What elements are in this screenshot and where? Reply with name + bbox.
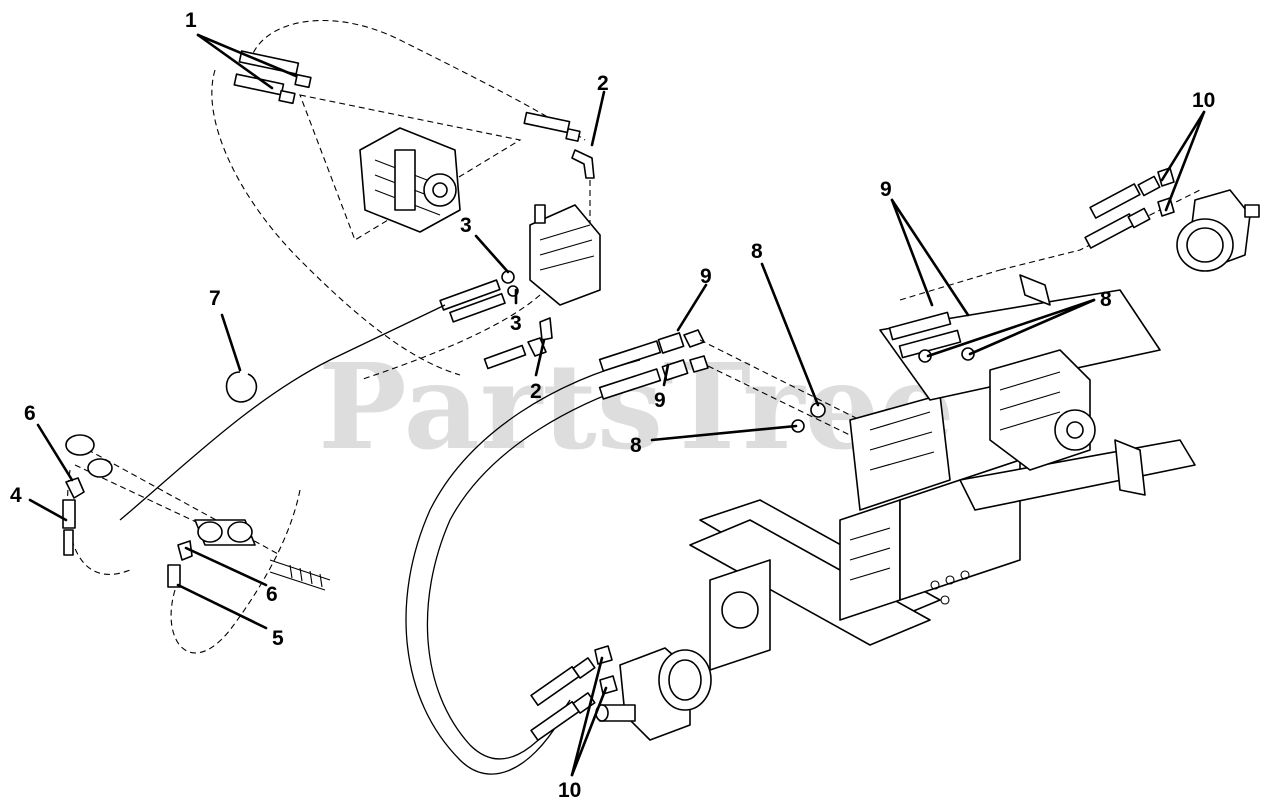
callout-10a: 10 bbox=[1192, 89, 1215, 112]
callout-3b: 3 bbox=[510, 312, 522, 335]
callout-6b: 6 bbox=[266, 583, 278, 606]
callout-9a: 9 bbox=[700, 265, 712, 288]
long-hose-loop bbox=[405, 359, 656, 775]
callout-9c: 9 bbox=[880, 178, 892, 201]
callout-2b: 2 bbox=[530, 380, 542, 403]
hose-end-1b bbox=[233, 73, 296, 105]
callout-labels: 1 2 3 3 2 7 6 4 6 5 9 9 8 8 9 8 10 10 bbox=[10, 9, 1215, 802]
right-wheel-motor-assembly bbox=[888, 167, 1260, 363]
callout-8c: 8 bbox=[1100, 288, 1112, 311]
callout-8a: 8 bbox=[751, 240, 763, 263]
callout-7: 7 bbox=[209, 287, 221, 310]
leader-lines bbox=[28, 33, 1206, 777]
callout-3a: 3 bbox=[460, 214, 472, 237]
center-hose-assembly bbox=[598, 329, 861, 441]
callout-4: 4 bbox=[10, 484, 22, 507]
callout-2a: 2 bbox=[597, 72, 609, 95]
lift-cylinder-assembly bbox=[62, 434, 331, 654]
upper-left-assembly bbox=[119, 20, 601, 521]
callout-6a: 6 bbox=[24, 402, 36, 425]
snap-ring bbox=[225, 371, 258, 403]
chassis-frame bbox=[689, 289, 1196, 671]
callout-1: 1 bbox=[185, 9, 197, 32]
callout-9b: 9 bbox=[654, 389, 666, 412]
hose-end-1a bbox=[238, 50, 312, 89]
hydraulic-pump bbox=[359, 127, 461, 233]
bottom-wheel-motor-assembly bbox=[530, 645, 712, 742]
callout-8b: 8 bbox=[630, 434, 642, 457]
callout-5: 5 bbox=[272, 627, 284, 650]
callout-10b: 10 bbox=[558, 779, 581, 802]
control-valve bbox=[529, 204, 601, 306]
